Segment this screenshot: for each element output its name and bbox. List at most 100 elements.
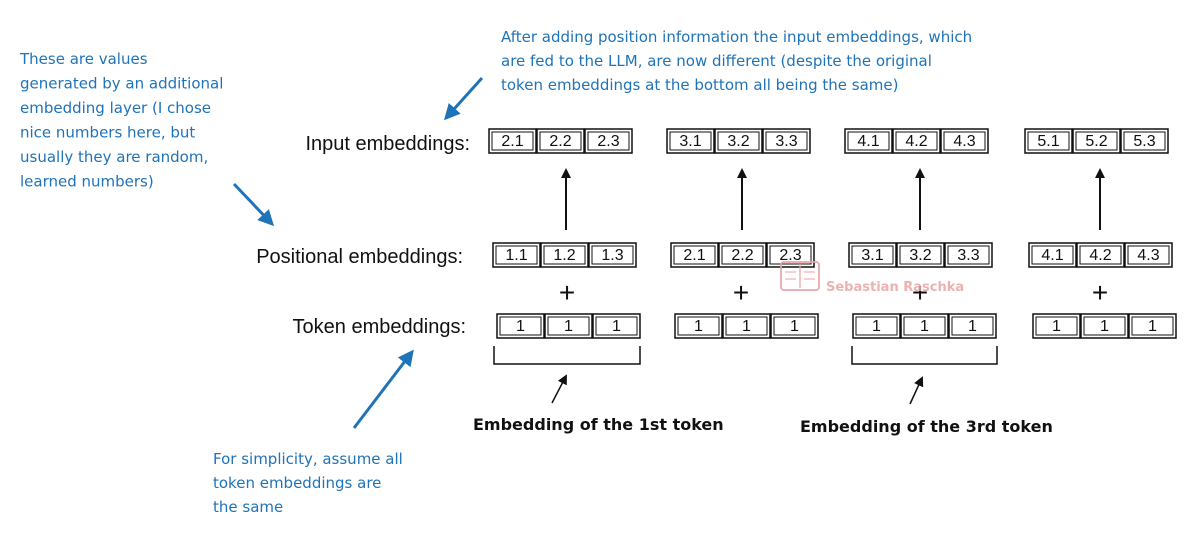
position-note-line: After adding position information the in… bbox=[501, 28, 972, 46]
positional-cell: 4.2 bbox=[1076, 242, 1125, 268]
token-cell-value: 1 bbox=[872, 318, 881, 335]
input-cell: 5.3 bbox=[1120, 128, 1169, 154]
token-cell: 1 bbox=[852, 313, 901, 339]
positional-cell-value: 3.1 bbox=[861, 247, 883, 264]
input-cell-value: 5.3 bbox=[1133, 133, 1155, 150]
input-cell-value: 5.1 bbox=[1037, 133, 1059, 150]
token-cell-value: 1 bbox=[968, 318, 977, 335]
input-cell: 2.3 bbox=[584, 128, 633, 154]
token-cell-value: 1 bbox=[694, 318, 703, 335]
token-cell: 1 bbox=[1080, 313, 1129, 339]
positional-cell: 3.3 bbox=[944, 242, 993, 268]
input-cell-value: 2.3 bbox=[597, 133, 619, 150]
values-note: These are values generated by an addition… bbox=[19, 50, 223, 191]
token-cell-value: 1 bbox=[516, 318, 525, 335]
input-cell-value: 3.1 bbox=[679, 133, 701, 150]
up-arrows bbox=[561, 168, 1105, 230]
positional-cell-value: 4.1 bbox=[1041, 247, 1063, 264]
input-cell-value: 4.1 bbox=[857, 133, 879, 150]
token-cell-value: 1 bbox=[1148, 318, 1157, 335]
brace-token-3 bbox=[851, 346, 998, 365]
simplicity-note-line: token embeddings are bbox=[213, 474, 381, 492]
plus-sign: + bbox=[733, 277, 749, 308]
input-cell: 3.2 bbox=[714, 128, 763, 154]
input-cell-value: 5.2 bbox=[1085, 133, 1107, 150]
positional-cell-value: 4.3 bbox=[1137, 247, 1159, 264]
input-cell: 2.1 bbox=[488, 128, 537, 154]
positional-cell-value: 3.3 bbox=[957, 247, 979, 264]
values-note-line: learned numbers) bbox=[20, 173, 154, 191]
input-cell: 2.2 bbox=[536, 128, 585, 154]
pointer-arrow-token-3 bbox=[909, 376, 924, 405]
token-cell: 1 bbox=[544, 313, 593, 339]
token-cell: 1 bbox=[674, 313, 723, 339]
book-logo-icon bbox=[780, 261, 820, 291]
positional-cell-value: 4.2 bbox=[1089, 247, 1111, 264]
token-cell-value: 1 bbox=[1100, 318, 1109, 335]
plus-sign: + bbox=[1092, 277, 1108, 308]
input-cell: 5.2 bbox=[1072, 128, 1121, 154]
token-cell: 1 bbox=[496, 313, 545, 339]
values-note-line: nice numbers here, but bbox=[20, 124, 195, 142]
annotation-arrow-position-note bbox=[443, 76, 484, 121]
values-note-line: usually they are random, bbox=[20, 148, 208, 166]
position-note: After adding position information the in… bbox=[501, 28, 972, 94]
positional-cell: 2.2 bbox=[718, 242, 767, 268]
positional-cell-value: 3.2 bbox=[909, 247, 931, 264]
input-cell: 3.3 bbox=[762, 128, 811, 154]
token-cell: 1 bbox=[1032, 313, 1081, 339]
input-cell: 4.2 bbox=[892, 128, 941, 154]
annotation-arrow-values-note bbox=[232, 182, 275, 227]
simplicity-note-line: the same bbox=[213, 498, 283, 516]
positional-embeddings-label: Positional embeddings: bbox=[256, 246, 463, 268]
input-cell: 5.1 bbox=[1024, 128, 1073, 154]
input-cell-value: 4.2 bbox=[905, 133, 927, 150]
positional-cell: 3.2 bbox=[896, 242, 945, 268]
token-cell: 1 bbox=[592, 313, 641, 339]
input-cell: 3.1 bbox=[666, 128, 715, 154]
positional-cell-value: 2.2 bbox=[731, 247, 753, 264]
embedding-1st-token-label: Embedding of the 1st token bbox=[473, 415, 724, 434]
token-cell: 1 bbox=[900, 313, 949, 339]
input-cell-value: 4.3 bbox=[953, 133, 975, 150]
positional-cell-value: 2.1 bbox=[683, 247, 705, 264]
values-note-line: embedding layer (I chose bbox=[20, 99, 211, 117]
positional-cell-value: 2.3 bbox=[779, 247, 801, 264]
positional-cell-value: 1.1 bbox=[505, 247, 527, 264]
annotation-arrow-simplicity-note bbox=[352, 349, 414, 429]
pointer-arrow-token-1 bbox=[551, 374, 567, 404]
input-cell: 4.1 bbox=[844, 128, 893, 154]
token-cell-value: 1 bbox=[1052, 318, 1061, 335]
position-note-line: token embeddings at the bottom all being… bbox=[501, 76, 898, 94]
embedding-cells: 2.1 2.2 2.3 3.1 3.2 3.3 4.1 4.2 4.3 5.1 5.2 5.3 1.1 1… bbox=[488, 128, 1177, 339]
embedding-3rd-token-label: Embedding of the 3rd token bbox=[800, 417, 1053, 436]
positional-cell: 1.2 bbox=[540, 242, 589, 268]
input-cell: 4.3 bbox=[940, 128, 989, 154]
positional-cell: 4.1 bbox=[1028, 242, 1077, 268]
watermark: Sebastian Raschka bbox=[780, 261, 964, 295]
simplicity-note-line: For simplicity, assume all bbox=[213, 450, 403, 468]
positional-cell-value: 1.3 bbox=[601, 247, 623, 264]
watermark-text: Sebastian Raschka bbox=[826, 280, 964, 295]
values-note-line: These are values bbox=[19, 50, 148, 68]
input-embeddings-label: Input embeddings: bbox=[305, 133, 470, 155]
simplicity-note: For simplicity, assume all token embeddin… bbox=[213, 450, 403, 516]
token-cell: 1 bbox=[770, 313, 819, 339]
plus-sign: + bbox=[559, 277, 575, 308]
token-cell-value: 1 bbox=[612, 318, 621, 335]
plus-sign: + bbox=[912, 277, 928, 308]
positional-cell: 2.3 bbox=[766, 242, 815, 268]
input-cell-value: 3.2 bbox=[727, 133, 749, 150]
token-cell: 1 bbox=[1128, 313, 1177, 339]
token-cell-value: 1 bbox=[742, 318, 751, 335]
values-note-line: generated by an additional bbox=[20, 75, 223, 93]
plus-signs: + + + + bbox=[559, 277, 1108, 308]
input-cell-value: 2.1 bbox=[501, 133, 523, 150]
positional-cell: 1.3 bbox=[588, 242, 637, 268]
positional-cell: 2.1 bbox=[670, 242, 719, 268]
token-cell-value: 1 bbox=[790, 318, 799, 335]
positional-cell: 4.3 bbox=[1124, 242, 1173, 268]
token-cell-value: 1 bbox=[564, 318, 573, 335]
